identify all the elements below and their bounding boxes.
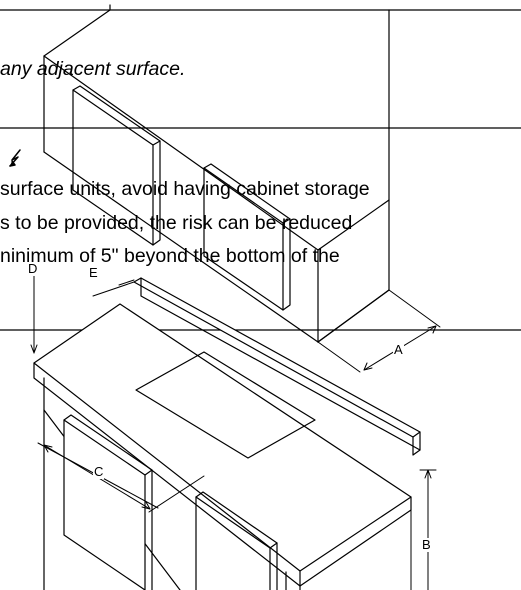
dimension-label-c: C — [93, 464, 105, 479]
backsplash — [133, 277, 421, 456]
upper-cabinet-door-right — [203, 163, 291, 311]
manual-text-line-2: surface units, avoid having cabinet stor… — [0, 178, 370, 200]
cooktop-cutout — [135, 351, 316, 459]
dimension-b-line — [410, 469, 437, 590]
upper-cabinet — [43, 4, 390, 343]
manual-text-line-3: s to be provided, the risk can be reduce… — [0, 212, 353, 234]
base-cabinet-door-left — [63, 414, 153, 590]
dimension-label-d: D — [27, 261, 39, 276]
dimension-label-e: E — [88, 265, 99, 280]
dimension-label-b: B — [421, 537, 432, 552]
lightning-warning-icon — [9, 149, 21, 167]
upper-cabinet-door-left — [72, 85, 161, 246]
manual-text-line-1: any adjacent surface. — [0, 58, 186, 80]
manual-text-line-4: ninimum of 5" beyond the bottom of the — [0, 245, 340, 267]
dimension-e-line — [92, 279, 135, 297]
base-cabinet-door-right — [195, 491, 278, 590]
dimension-d-line — [30, 274, 38, 354]
dimension-a-line — [317, 289, 441, 373]
dimension-label-a: A — [393, 342, 404, 357]
